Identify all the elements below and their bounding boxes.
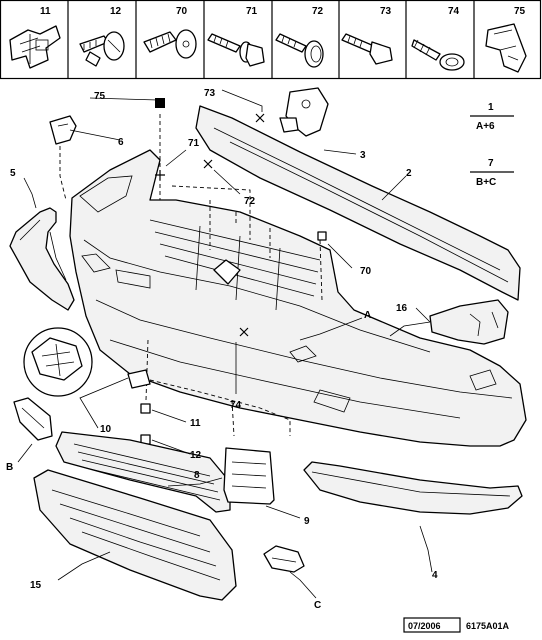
assembly-guide-lines — [59, 114, 323, 437]
callout-15: 15 — [30, 580, 42, 591]
footer-reference: 6175A01A — [466, 621, 510, 631]
lower-grille — [55, 431, 231, 513]
callout-5: 5 — [10, 168, 16, 179]
spring-clip-icon — [485, 23, 527, 73]
note-7-number: 7 — [488, 158, 494, 169]
right-side-trim — [303, 461, 523, 515]
bolt-icon — [341, 33, 393, 65]
note-7-formula: B+C — [476, 177, 496, 188]
header-label-72: 72 — [312, 6, 324, 17]
bumper-cover — [69, 149, 527, 447]
leader-lines — [17, 89, 433, 599]
screw-washer-icon — [275, 33, 324, 68]
clip-marker-11 — [140, 403, 151, 414]
mounting-bracket — [279, 87, 329, 137]
header-label-75: 75 — [514, 6, 526, 17]
callout-16: 16 — [396, 303, 408, 314]
self-tapping-screw-icon — [411, 39, 465, 71]
fog-cover-right — [263, 545, 305, 573]
bumper-beam — [195, 105, 521, 301]
callout-C: C — [314, 600, 321, 611]
fastener-markers — [155, 113, 265, 337]
callout-12: 12 — [190, 450, 202, 461]
footer-date: 07/2006 — [408, 621, 441, 631]
callout-72: 72 — [244, 196, 256, 207]
callout-71: 71 — [188, 138, 200, 149]
callout-9: 9 — [304, 516, 310, 527]
callout-11: 11 — [190, 418, 201, 429]
callout-2: 2 — [406, 168, 412, 179]
callout-75: 75 — [94, 91, 106, 102]
header-label-70: 70 — [176, 6, 188, 17]
air-duct — [389, 299, 509, 345]
license-plate-bracket — [223, 447, 275, 505]
header-label-11: 11 — [40, 6, 51, 17]
callout-6: 6 — [118, 137, 124, 148]
left-side-trim — [9, 207, 75, 311]
rivet-marker — [317, 231, 327, 241]
fastener-legend-table: 11 12 70 71 72 73 74 75 — [0, 0, 542, 80]
callout-73: 73 — [204, 88, 216, 99]
lower-grille-frame — [33, 469, 237, 601]
header-label-12: 12 — [110, 6, 122, 17]
footer: 07/2006 6175A01A — [403, 617, 510, 633]
header-label-74: 74 — [448, 6, 460, 17]
rivet-icon — [143, 29, 197, 59]
callout-10: 10 — [100, 424, 112, 435]
header-label-71: 71 — [246, 6, 258, 17]
fog-cover-left — [13, 397, 53, 441]
flange-bolt-icon — [207, 33, 265, 67]
bracket-detail-inset — [23, 327, 151, 397]
note-1-formula: A+6 — [476, 121, 495, 132]
callout-8: 8 — [194, 470, 200, 481]
push-pin-icon — [79, 31, 125, 67]
clip-marker — [155, 98, 165, 108]
note-1-number: 1 — [488, 102, 494, 113]
callout-B: B — [6, 462, 13, 473]
callout-A: A — [364, 310, 371, 321]
callout-74: 74 — [230, 400, 242, 411]
callout-labels: 75 73 6 71 3 5 2 72 70 A 16 10 11 12 74 … — [6, 88, 438, 611]
side-clip — [49, 115, 77, 145]
callout-3: 3 — [360, 150, 366, 161]
callout-4: 4 — [432, 570, 438, 581]
header-label-73: 73 — [380, 6, 392, 17]
assembly-notes: 1 A+6 7 B+C — [470, 102, 514, 188]
callout-70: 70 — [360, 266, 372, 277]
clip-icon — [9, 25, 61, 69]
